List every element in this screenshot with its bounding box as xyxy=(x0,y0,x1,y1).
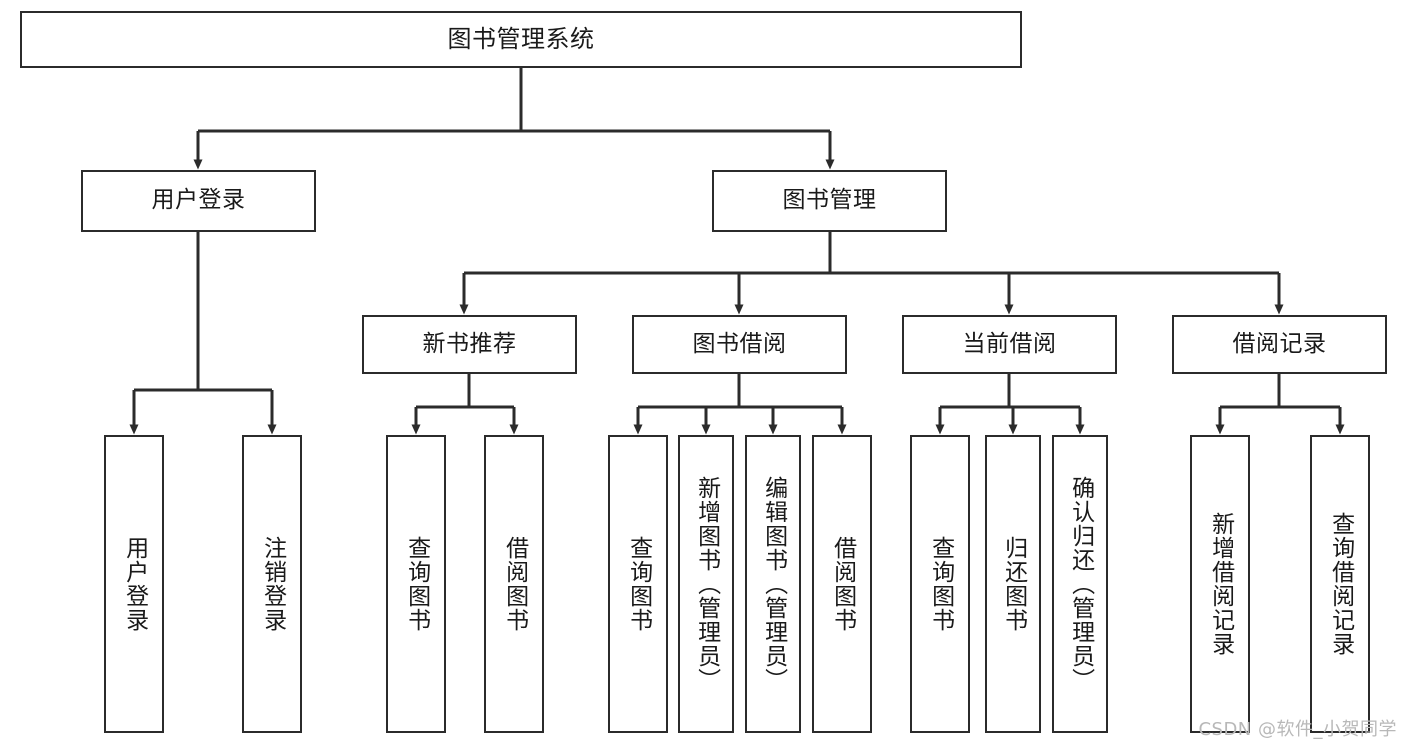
node-query-book-recommend[interactable]: 查询图书 xyxy=(386,435,446,733)
node-label: 新增图书（管理员） xyxy=(693,476,720,692)
node-add-borrow-record[interactable]: 新增借阅记录 xyxy=(1190,435,1250,733)
node-label: 借阅图书 xyxy=(829,536,856,632)
node-root[interactable]: 图书管理系统 xyxy=(20,11,1022,68)
node-confirm-return-admin[interactable]: 确认归还（管理员） xyxy=(1052,435,1108,733)
node-label: 注销登录 xyxy=(259,536,286,632)
node-new-book-recommend[interactable]: 新书推荐 xyxy=(362,315,577,374)
node-query-book-current[interactable]: 查询图书 xyxy=(910,435,970,733)
node-query-borrow-record[interactable]: 查询借阅记录 xyxy=(1310,435,1370,733)
node-label: 借阅图书 xyxy=(501,536,528,632)
node-edit-book-admin[interactable]: 编辑图书（管理员） xyxy=(745,435,801,733)
node-label: 查询图书 xyxy=(403,536,430,632)
node-query-book-borrow[interactable]: 查询图书 xyxy=(608,435,668,733)
node-borrow-record[interactable]: 借阅记录 xyxy=(1172,315,1387,374)
node-label: 归还图书 xyxy=(1000,536,1027,632)
node-book-borrow[interactable]: 图书借阅 xyxy=(632,315,847,374)
node-borrow-book-action[interactable]: 借阅图书 xyxy=(812,435,872,733)
node-user-login[interactable]: 用户登录 xyxy=(81,170,316,232)
node-label: 确认归还（管理员） xyxy=(1067,476,1094,692)
node-label: 编辑图书（管理员） xyxy=(760,476,787,692)
node-borrow-book-recommend[interactable]: 借阅图书 xyxy=(484,435,544,733)
node-current-borrow[interactable]: 当前借阅 xyxy=(902,315,1117,374)
node-label: 用户登录 xyxy=(121,536,148,632)
node-label: 查询图书 xyxy=(927,536,954,632)
node-label: 新增借阅记录 xyxy=(1207,512,1234,656)
node-user-login-action[interactable]: 用户登录 xyxy=(104,435,164,733)
node-add-book-admin[interactable]: 新增图书（管理员） xyxy=(678,435,734,733)
node-logout-action[interactable]: 注销登录 xyxy=(242,435,302,733)
node-label: 查询图书 xyxy=(625,536,652,632)
node-return-book[interactable]: 归还图书 xyxy=(985,435,1041,733)
node-label: 查询借阅记录 xyxy=(1327,512,1354,656)
node-book-management[interactable]: 图书管理 xyxy=(712,170,947,232)
